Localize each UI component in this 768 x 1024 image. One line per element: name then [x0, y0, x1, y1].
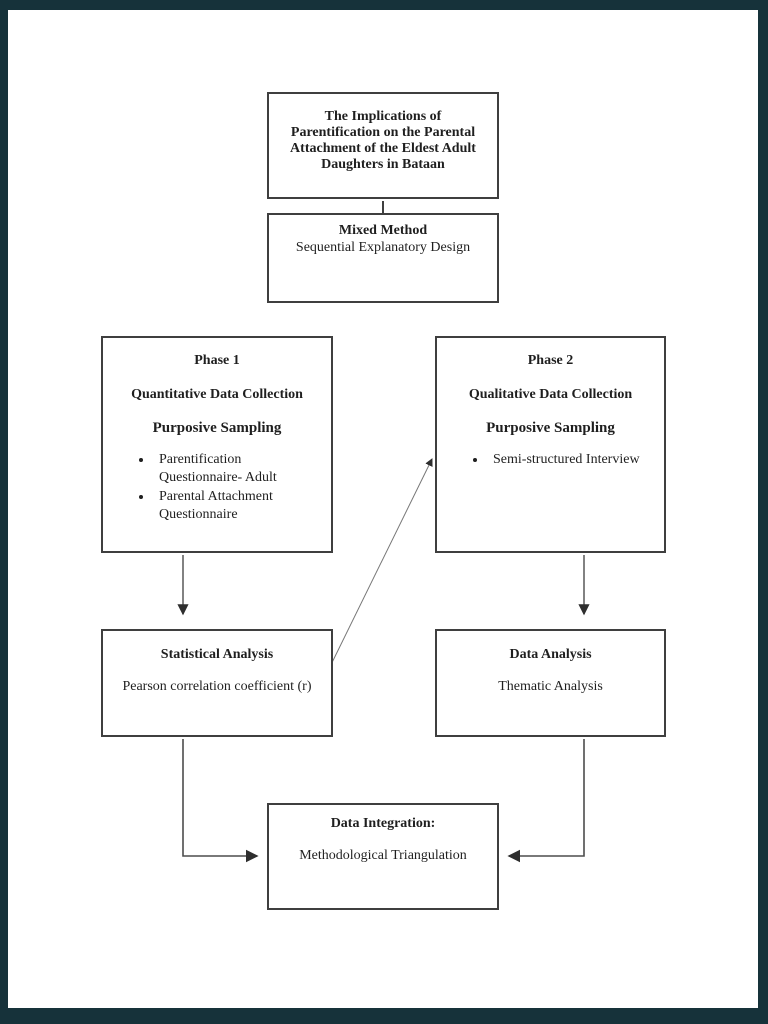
arrow-statistical-to-phase2 [320, 458, 433, 686]
phase2-instrument-list: Semi-structured Interview [437, 451, 664, 469]
research-title-box: The Implications of Parentification on t… [267, 92, 499, 199]
title-line: Parentification on the Parental [290, 125, 476, 140]
data-analysis-heading: Data Analysis [509, 647, 592, 662]
phase1-subheading: Quantitative Data Collection [131, 387, 303, 402]
phase2-subheading: Qualitative Data Collection [468, 387, 633, 402]
phase1-sampling: Purposive Sampling [152, 420, 282, 436]
phase1-instrument-list: Parentification Questionnaire- Adult Par… [103, 451, 331, 524]
phase1-instrument-item: Parental Attachment Questionnaire [153, 488, 325, 524]
page-frame-bottom [0, 1008, 768, 1024]
phase1-heading: Phase 1 [194, 353, 240, 368]
data-analysis-box: Data Analysis Thematic Analysis [435, 629, 666, 737]
integration-heading: Data Integration: [330, 816, 436, 831]
phase2-box: Phase 2 Qualitative Data Collection Purp… [435, 336, 666, 553]
page-frame-right [758, 0, 768, 1024]
method-heading: Mixed Method [338, 223, 428, 238]
phase2-sampling: Purposive Sampling [486, 420, 615, 436]
integration-method: Methodological Triangulation [299, 848, 467, 863]
statistical-heading: Statistical Analysis [160, 647, 274, 662]
data-analysis-method: Thematic Analysis [498, 679, 603, 694]
phase2-instrument-item: Semi-structured Interview [487, 451, 658, 469]
phase1-instrument-item: Parentification Questionnaire- Adult [153, 451, 325, 487]
title-line: Attachment of the Eldest Adult [290, 141, 476, 156]
title-line: Daughters in Bataan [321, 157, 445, 172]
phase2-heading: Phase 2 [527, 353, 574, 368]
page-frame-top [0, 0, 768, 10]
title-line: The Implications of [324, 109, 442, 124]
data-integration-box: Data Integration: Methodological Triangu… [267, 803, 499, 910]
mixed-method-box: Mixed Method Sequential Explanatory Desi… [267, 213, 499, 303]
arrow-data-analysis-to-integration [507, 739, 585, 863]
statistical-method: Pearson correlation coefficient (r) [122, 679, 312, 694]
page-frame-left [0, 0, 8, 1024]
arrow-statistical-to-integration [182, 739, 259, 863]
statistical-analysis-box: Statistical Analysis Pearson correlation… [101, 629, 333, 737]
phase1-box: Phase 1 Quantitative Data Collection Pur… [101, 336, 333, 553]
method-design: Sequential Explanatory Design [295, 240, 471, 255]
